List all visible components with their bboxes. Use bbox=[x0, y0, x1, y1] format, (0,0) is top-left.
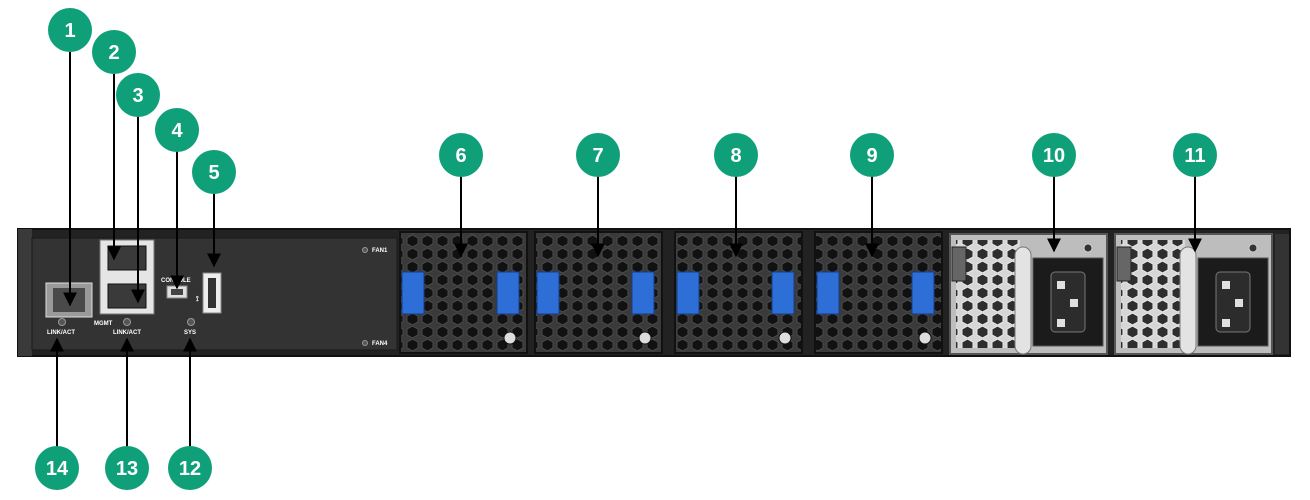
callout-13: 13 bbox=[105, 446, 149, 490]
fan-module-3[interactable] bbox=[674, 231, 803, 354]
psu-handle[interactable] bbox=[1014, 246, 1032, 355]
svg-text:14: 14 bbox=[46, 458, 69, 480]
led-sys bbox=[187, 318, 195, 326]
led-link-act-left bbox=[58, 318, 66, 326]
label-mgmt: MGMT bbox=[94, 321, 113, 327]
fan-latch-right[interactable] bbox=[911, 271, 935, 315]
svg-text:8: 8 bbox=[730, 145, 741, 167]
fan-screw bbox=[778, 331, 792, 345]
fan-latch-right[interactable] bbox=[771, 271, 795, 315]
callout-1: 1 bbox=[48, 8, 92, 52]
psu-status-led bbox=[1083, 243, 1093, 253]
svg-text:11: 11 bbox=[1184, 145, 1205, 167]
power-supply-2[interactable] bbox=[1114, 233, 1273, 355]
led-link-act-mid bbox=[123, 318, 131, 326]
fan-latch-left[interactable] bbox=[536, 271, 560, 315]
callout-leader-lines bbox=[50, 52, 1202, 448]
svg-text:6: 6 bbox=[455, 145, 466, 167]
led-fan1 bbox=[362, 247, 368, 253]
callout-4: 4 bbox=[155, 108, 199, 152]
power-supply-1[interactable] bbox=[949, 233, 1108, 355]
fan-latch-left[interactable] bbox=[816, 271, 840, 315]
callout-10: 10 bbox=[1032, 133, 1076, 177]
callout-5: 5 bbox=[192, 150, 236, 194]
led-fan4 bbox=[362, 340, 368, 346]
svg-text:12: 12 bbox=[179, 458, 201, 480]
label-fan1: FAN1 bbox=[372, 248, 388, 254]
fan-latch-right[interactable] bbox=[631, 271, 655, 315]
svg-text:3: 3 bbox=[132, 85, 143, 107]
psu-status-led bbox=[1248, 243, 1258, 253]
label-link-act-mid: LINK/ACT bbox=[113, 330, 141, 336]
callout-7: 7 bbox=[576, 133, 620, 177]
fan-module-1[interactable] bbox=[399, 231, 528, 354]
label-fan4: FAN4 bbox=[372, 341, 388, 347]
svg-text:9: 9 bbox=[866, 145, 877, 167]
callout-14: 14 bbox=[35, 446, 79, 490]
label-link-act-left: LINK/ACT bbox=[47, 330, 75, 336]
fan-module-4[interactable] bbox=[814, 231, 943, 354]
callout-11: 11 bbox=[1173, 133, 1217, 177]
psu-grille bbox=[956, 240, 1020, 348]
fan-screw bbox=[503, 331, 517, 345]
svg-text:5: 5 bbox=[208, 162, 219, 184]
usb-port-inner bbox=[208, 278, 216, 308]
fan-latch-left[interactable] bbox=[676, 271, 700, 315]
psu-handle[interactable] bbox=[1179, 246, 1197, 355]
chassis-right-edge bbox=[1275, 234, 1289, 354]
fan-latch-left[interactable] bbox=[401, 271, 425, 315]
psu-latch[interactable] bbox=[951, 246, 967, 282]
mini-usb-console-inner bbox=[171, 289, 183, 295]
fan-screw bbox=[918, 331, 932, 345]
psu-grille bbox=[1121, 240, 1185, 348]
fan-latch-right[interactable] bbox=[496, 271, 520, 315]
callout-9: 9 bbox=[850, 133, 894, 177]
usb-icon: ⟟ bbox=[196, 296, 199, 303]
callout-8: 8 bbox=[714, 133, 758, 177]
chassis-left-ear bbox=[18, 229, 32, 356]
svg-text:2: 2 bbox=[108, 42, 119, 64]
label-console: CONSOLE bbox=[161, 278, 191, 284]
callout-3: 3 bbox=[116, 73, 160, 117]
label-sys: SYS bbox=[184, 330, 196, 336]
svg-text:1: 1 bbox=[64, 20, 75, 42]
callout-6: 6 bbox=[439, 133, 483, 177]
psu-latch[interactable] bbox=[1116, 246, 1132, 282]
callout-12: 12 bbox=[168, 446, 212, 490]
svg-text:10: 10 bbox=[1043, 145, 1065, 167]
svg-text:13: 13 bbox=[116, 458, 138, 480]
callout-2: 2 bbox=[92, 30, 136, 74]
svg-text:7: 7 bbox=[592, 145, 603, 167]
svg-text:4: 4 bbox=[171, 120, 183, 142]
fan-screw bbox=[638, 331, 652, 345]
console-rj45-port[interactable] bbox=[107, 283, 147, 309]
